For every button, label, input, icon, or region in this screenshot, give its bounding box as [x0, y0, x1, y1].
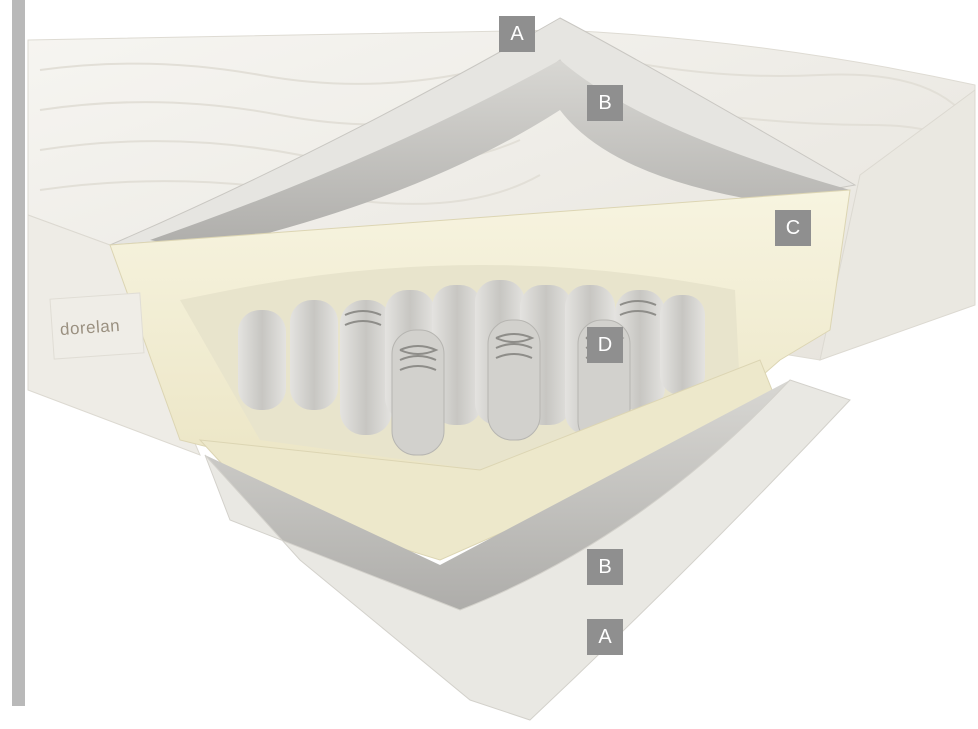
label-a-top: A [499, 16, 535, 52]
label-a-bottom: A [587, 619, 623, 655]
brand-logo: dorelan [59, 316, 120, 340]
label-b-bottom: B [587, 549, 623, 585]
label-b-top: B [587, 85, 623, 121]
label-d: D [587, 327, 623, 363]
label-c: C [775, 210, 811, 246]
